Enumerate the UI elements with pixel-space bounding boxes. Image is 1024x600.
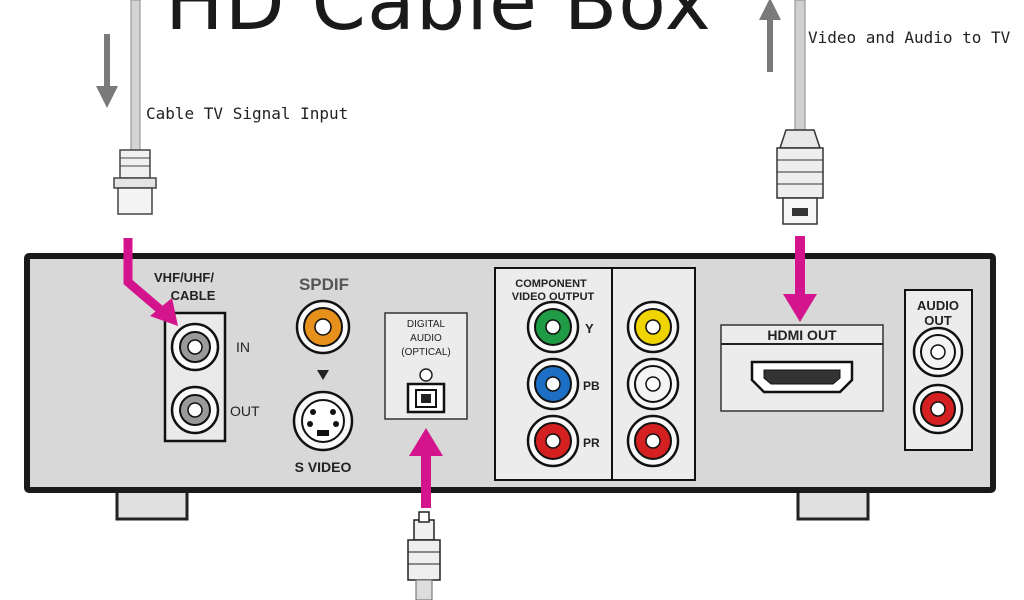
vhf-label-2: CABLE — [171, 288, 216, 303]
optical-cable — [407, 511, 441, 600]
component-label-1: COMPONENT — [515, 278, 587, 290]
component-pb-jack[interactable] — [526, 357, 580, 411]
composite-video-jack[interactable] — [626, 300, 680, 354]
spdif-jack[interactable] — [295, 299, 351, 355]
audio-out-left-jack[interactable] — [912, 326, 964, 378]
digital-label-3: (OPTICAL) — [401, 347, 450, 358]
svideo-jack[interactable] — [292, 390, 354, 452]
pr-label: PR — [583, 436, 600, 450]
coax-cable — [113, 0, 157, 215]
out-label: OUT — [230, 403, 260, 419]
video-audio-label: Video and Audio to TV — [808, 28, 1011, 47]
hdmi-port[interactable] — [750, 360, 854, 394]
digital-label-1: DIGITAL — [407, 319, 446, 330]
pb-label: PB — [583, 379, 600, 393]
optical-jack[interactable] — [406, 368, 446, 414]
spdif-label: SPDIF — [299, 275, 349, 294]
cable-input-label: Cable TV Signal Input — [146, 104, 349, 123]
audio-right-jack[interactable] — [626, 414, 680, 468]
hdmi-label: HDMI OUT — [767, 327, 837, 343]
digital-label-2: AUDIO — [410, 333, 442, 344]
page-title: HD Cable Box — [165, 0, 712, 48]
svideo-label: S VIDEO — [295, 459, 352, 475]
coax-in-jack[interactable] — [170, 322, 220, 372]
coax-out-jack[interactable] — [170, 385, 220, 435]
component-y-jack[interactable] — [526, 300, 580, 354]
audio-out-label-2: OUT — [924, 313, 952, 328]
gray-down-arrow — [96, 34, 118, 108]
component-label-2: VIDEO OUTPUT — [512, 291, 595, 303]
magenta-arrow-hdmi — [783, 236, 817, 322]
y-label: Y — [585, 321, 594, 336]
hdmi-section — [720, 324, 884, 412]
triangle-icon — [317, 370, 329, 380]
audio-out-right-jack[interactable] — [912, 383, 964, 435]
audio-out-label-1: AUDIO — [917, 298, 959, 313]
magenta-arrow-coax — [123, 238, 178, 326]
vhf-uhf-section — [163, 311, 227, 443]
magenta-arrow-optical — [409, 428, 443, 508]
hdmi-cable — [776, 0, 824, 225]
gray-up-arrow — [759, 0, 781, 72]
in-label: IN — [236, 339, 250, 355]
vhf-label-1: VHF/UHF/ — [154, 270, 214, 285]
audio-left-jack[interactable] — [626, 357, 680, 411]
component-pr-jack[interactable] — [526, 414, 580, 468]
